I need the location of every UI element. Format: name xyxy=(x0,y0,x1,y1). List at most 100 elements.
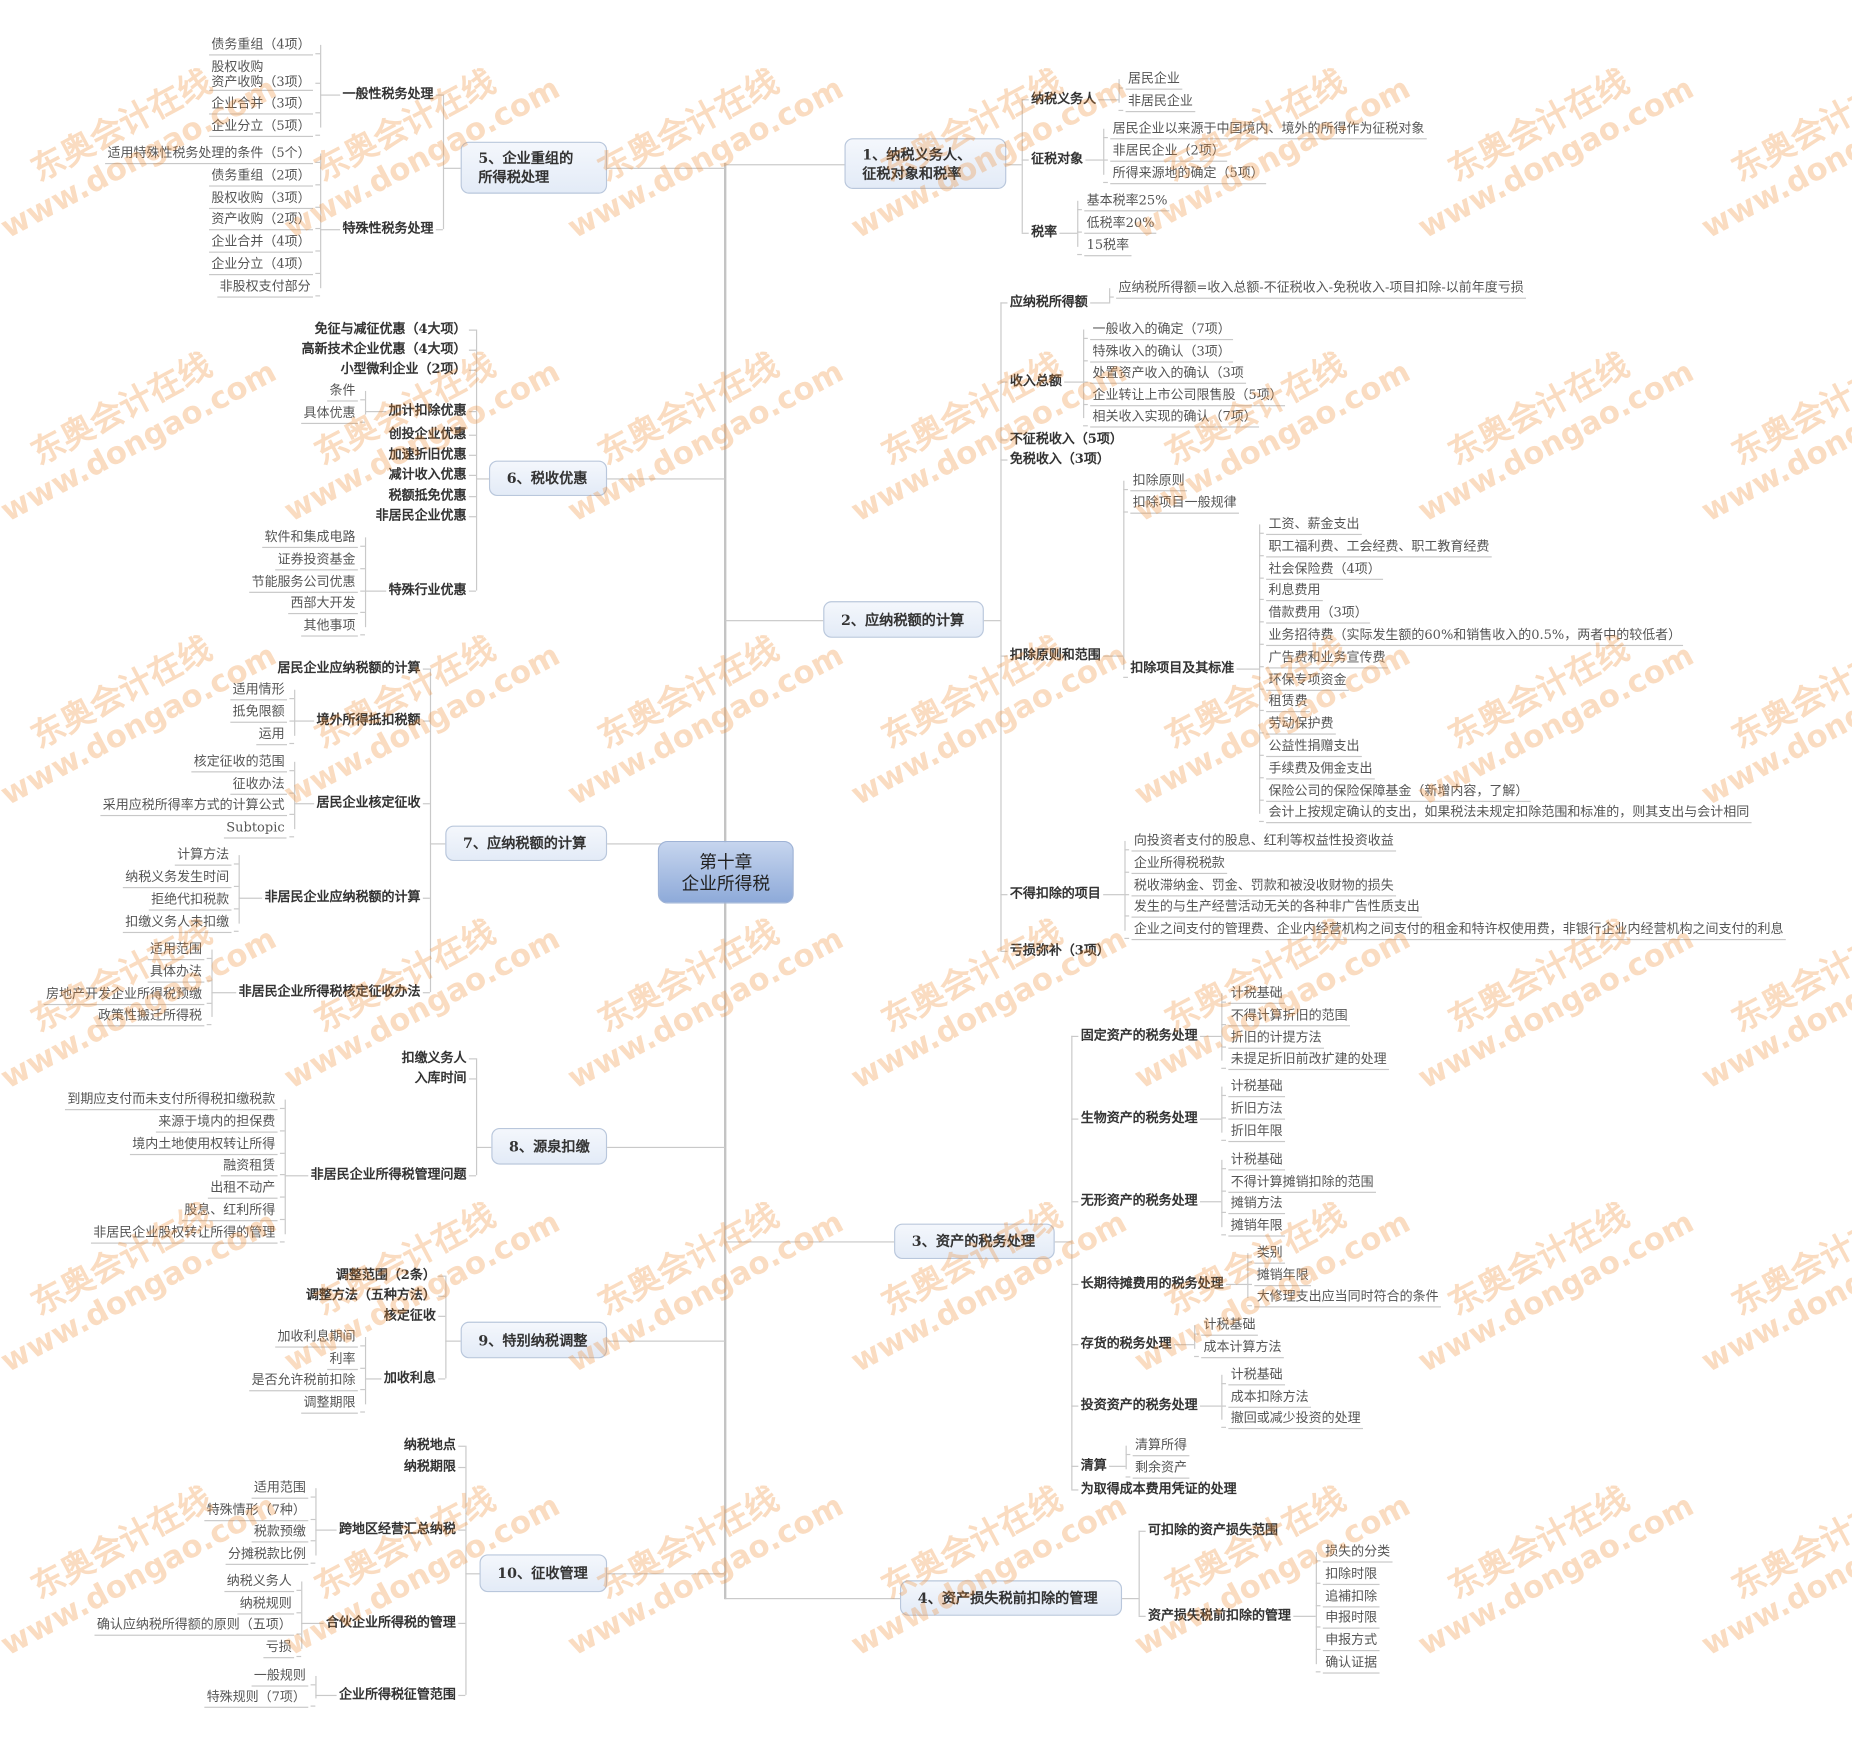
leaf-topic[interactable]: 摊销年限 xyxy=(1254,1266,1312,1286)
topic-node[interactable]: 加收利息 xyxy=(383,1370,436,1386)
topic-node[interactable]: 征税对象 xyxy=(1031,151,1084,167)
leaf-topic[interactable]: 到期应支付而未支付所得税扣缴税款 xyxy=(64,1090,278,1111)
leaf-topic[interactable]: 非股权支付部分 xyxy=(217,277,313,298)
leaf-topic[interactable]: 出租不动产 xyxy=(207,1179,278,1200)
leaf-topic[interactable]: 股息、红利所得 xyxy=(181,1201,278,1222)
topic-node[interactable]: 不得扣除的项目 xyxy=(1009,885,1101,902)
branch-topic-9[interactable]: 9、特别纳税调整 xyxy=(460,1321,608,1359)
leaf-topic[interactable]: 抵免限额 xyxy=(230,703,288,723)
leaf-topic[interactable]: 一般规则 xyxy=(251,1667,309,1687)
leaf-topic[interactable]: 政策性搬迁所得税 xyxy=(95,1007,205,1027)
leaf-topic[interactable]: 西部大开发 xyxy=(288,595,358,615)
leaf-topic[interactable]: 适用范围 xyxy=(251,1479,309,1499)
topic-node[interactable]: 税率 xyxy=(1031,224,1058,240)
topic-node[interactable]: 加计扣除优惠 xyxy=(388,402,467,419)
branch-topic-7[interactable]: 7、应纳税额的计算 xyxy=(445,825,608,862)
leaf-topic[interactable]: 企业分立（5项） xyxy=(209,117,313,138)
leaf-topic[interactable]: 高新技术企业优惠（4大项） xyxy=(301,341,467,357)
branch-topic-1[interactable]: 1、纳税义务人、 征税对象和税率 xyxy=(844,138,1007,189)
leaf-topic[interactable]: 调整方法（五种方法） xyxy=(305,1287,436,1303)
leaf-topic[interactable]: 利息费用 xyxy=(1266,582,1323,602)
topic-node[interactable]: 企业所得税征管范围 xyxy=(338,1686,456,1702)
topic-node[interactable]: 扣除原则和范围 xyxy=(1009,647,1101,663)
topic-node[interactable]: 非居民企业所得税核定征收办法 xyxy=(238,983,421,1000)
topic-node[interactable]: 生物资产的税务处理 xyxy=(1080,1110,1198,1126)
leaf-topic[interactable]: 应纳税所得额=收入总额-不征税收入-免税收入-项目扣除-以前年度亏损 xyxy=(1116,279,1527,299)
leaf-topic[interactable]: 折旧年限 xyxy=(1228,1122,1286,1143)
leaf-topic[interactable]: 计税基础 xyxy=(1228,1150,1286,1171)
branch-topic-5[interactable]: 5、企业重组的 所得税处理 xyxy=(460,141,608,194)
central-topic[interactable]: 第十章 企业所得税 xyxy=(657,840,794,904)
leaf-topic[interactable]: 采用应税所得率方式的计算公式 xyxy=(100,797,288,817)
leaf-topic[interactable]: 广告费和业务宣传费 xyxy=(1266,648,1388,669)
leaf-topic[interactable]: 可扣除的资产损失范围 xyxy=(1148,1522,1278,1538)
topic-node[interactable]: 无形资产的税务处理 xyxy=(1080,1192,1198,1209)
leaf-topic[interactable]: 摊销方法 xyxy=(1228,1194,1286,1215)
leaf-topic[interactable]: 节能服务公司优惠 xyxy=(249,572,358,593)
leaf-topic[interactable]: 运用 xyxy=(256,725,288,746)
leaf-topic[interactable]: 为取得成本费用凭证的处理 xyxy=(1080,1481,1237,1497)
leaf-topic[interactable]: 申报时限 xyxy=(1322,1609,1380,1630)
leaf-topic[interactable]: 核定征收的范围 xyxy=(191,752,288,773)
leaf-topic[interactable]: 相关收入实现的确认（7项） xyxy=(1090,408,1260,429)
leaf-topic[interactable]: 计税基础 xyxy=(1201,1316,1258,1336)
leaf-topic[interactable]: 扣除时限 xyxy=(1322,1565,1380,1585)
topic-node[interactable]: 投资资产的税务处理 xyxy=(1080,1397,1198,1413)
topic-node[interactable]: 纳税义务人 xyxy=(1031,90,1097,107)
leaf-topic[interactable]: 调整范围（2条） xyxy=(335,1267,436,1283)
branch-topic-4[interactable]: 4、资产损失税前扣除的管理 xyxy=(899,1580,1123,1616)
leaf-topic[interactable]: 非居民企业 xyxy=(1125,92,1196,113)
leaf-topic[interactable]: 居民企业 xyxy=(1125,70,1183,90)
leaf-topic[interactable]: 处置资产收入的确认（3项 xyxy=(1090,364,1247,385)
leaf-topic[interactable]: 低税率20% xyxy=(1084,214,1157,234)
leaf-topic[interactable]: 纳税期限 xyxy=(403,1458,456,1475)
leaf-topic[interactable]: 扣除项目一般规律 xyxy=(1130,494,1239,514)
leaf-topic[interactable]: 清算所得 xyxy=(1132,1436,1190,1457)
leaf-topic[interactable]: 扣缴义务人未扣缴 xyxy=(122,913,232,934)
topic-node[interactable]: 固定资产的税务处理 xyxy=(1080,1027,1198,1043)
leaf-topic[interactable]: 一般收入的确定（7项） xyxy=(1090,320,1234,341)
branch-topic-8[interactable]: 8、源泉扣缴 xyxy=(491,1127,608,1165)
leaf-topic[interactable]: 计税基础 xyxy=(1228,1077,1286,1098)
leaf-topic[interactable]: 分摊税款比例 xyxy=(225,1545,309,1566)
leaf-topic[interactable]: 租赁费 xyxy=(1266,693,1310,713)
leaf-topic[interactable]: 扣除原则 xyxy=(1130,471,1188,492)
leaf-topic[interactable]: 利率 xyxy=(327,1350,358,1370)
topic-node[interactable]: 合伙企业所得税的管理 xyxy=(325,1614,456,1630)
leaf-topic[interactable]: 计税基础 xyxy=(1228,984,1286,1004)
leaf-topic[interactable]: 计税基础 xyxy=(1228,1365,1286,1386)
leaf-topic[interactable]: 基本税率25% xyxy=(1084,191,1170,212)
leaf-topic[interactable]: 非居民企业优惠 xyxy=(375,507,467,524)
leaf-topic[interactable]: 企业分立（4项） xyxy=(209,255,313,276)
leaf-topic[interactable]: 职工福利费、工会经费、职工教育经费 xyxy=(1266,537,1492,558)
leaf-topic[interactable]: 申报方式 xyxy=(1322,1631,1380,1652)
leaf-topic[interactable]: 融资租赁 xyxy=(220,1157,278,1177)
leaf-topic[interactable]: 企业之间支付的管理费、企业内经营机构之间支付的租金和特许权使用费，非银行企业内经… xyxy=(1131,920,1786,941)
leaf-topic[interactable]: 加收利息期间 xyxy=(275,1328,358,1348)
leaf-topic[interactable]: 确认应纳税所得额的原则（五项） xyxy=(94,1616,295,1637)
topic-node[interactable]: 清算 xyxy=(1080,1457,1107,1473)
leaf-topic[interactable]: 股权收购（3项） xyxy=(209,188,313,209)
leaf-topic[interactable]: 折旧的计提方法 xyxy=(1228,1028,1325,1049)
leaf-topic[interactable]: 税额抵免优惠 xyxy=(388,487,467,504)
topic-node[interactable]: 非居民企业所得税管理问题 xyxy=(310,1166,467,1183)
leaf-topic[interactable]: 居民企业以来源于中国境内、境外的所得作为征税对象 xyxy=(1110,119,1427,140)
leaf-topic[interactable]: 公益性捐赠支出 xyxy=(1266,737,1362,758)
branch-topic-2[interactable]: 2、应纳税额的计算 xyxy=(823,601,984,638)
topic-node[interactable]: 应纳税所得额 xyxy=(1009,294,1088,310)
topic-node[interactable]: 特殊性税务处理 xyxy=(342,220,434,237)
leaf-topic[interactable]: 特殊规则（7项） xyxy=(204,1688,309,1708)
leaf-topic[interactable]: 未提足折旧前改扩建的处理 xyxy=(1228,1050,1389,1071)
leaf-topic[interactable]: 创投企业优惠 xyxy=(388,426,467,442)
leaf-topic[interactable]: 纳税义务人 xyxy=(224,1572,295,1593)
leaf-topic[interactable]: 扣缴义务人 xyxy=(401,1049,467,1066)
topic-node[interactable]: 境外所得抵扣税额 xyxy=(316,712,421,728)
leaf-topic[interactable]: 调整期限 xyxy=(301,1394,358,1414)
branch-topic-6[interactable]: 6、税收优惠 xyxy=(488,460,608,497)
leaf-topic[interactable]: 税收滞纳金、罚金、罚款和被没收财物的损失 xyxy=(1131,876,1397,896)
leaf-topic[interactable]: 居民企业应纳税额的计算 xyxy=(277,660,421,676)
leaf-topic[interactable]: 发生的与生产经营活动无关的各种非广告性质支出 xyxy=(1131,898,1423,919)
leaf-topic[interactable]: 债务重组（2项） xyxy=(209,166,313,187)
leaf-topic[interactable]: 计算方法 xyxy=(174,846,232,866)
leaf-topic[interactable]: 境内土地使用权转让所得 xyxy=(129,1135,278,1155)
